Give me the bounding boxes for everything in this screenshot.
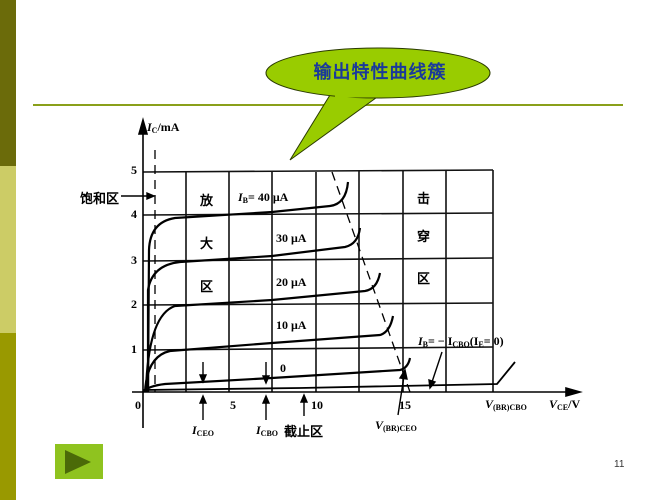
next-slide-button[interactable]: [55, 444, 103, 479]
ib-0-label: 0: [280, 361, 286, 375]
amplify-region-label-2: 大: [200, 237, 214, 252]
ib-10-label: 10 μA: [276, 318, 307, 332]
y-tick-4: 4: [131, 207, 137, 221]
chart-axes: [132, 117, 583, 428]
y-tick-2: 2: [131, 297, 137, 311]
x-tick-10: 10: [311, 398, 323, 412]
ib-curves: [142, 181, 516, 393]
ib-30-label: 30 μA: [276, 231, 307, 245]
curve-ib-0: [142, 357, 412, 393]
sidebar-band-top: [0, 0, 16, 166]
callout-bubble: [265, 47, 491, 161]
x-axis-label: VCE/V: [549, 397, 581, 412]
vbr-ceo-label: V(BR)CEO: [375, 418, 417, 433]
cutoff-region-label: 截止区: [284, 425, 324, 440]
page-number: 11: [614, 459, 625, 470]
x-tick-15: 15: [399, 398, 411, 412]
ib-neg-icbo-label: IB= − ICBO(IE= 0): [418, 334, 504, 349]
callout-title: 输出特性曲线簇: [313, 62, 447, 83]
breakdown-region-label-1: 击: [417, 192, 431, 207]
x-tick-0: 0: [135, 398, 141, 412]
curve-ib-10: [143, 315, 395, 393]
amplify-region-label-1: 放: [200, 194, 214, 209]
title-divider-right: [493, 104, 623, 106]
ib-20-label: 20 μA: [276, 275, 307, 289]
icbo-label: ICBO: [256, 423, 279, 438]
curve-ib-40: [146, 181, 350, 393]
y-tick-1: 1: [131, 342, 137, 356]
y-tick-5: 5: [131, 163, 137, 177]
iceo-label: ICEO: [192, 423, 215, 438]
amplify-region-label-3: 区: [200, 280, 214, 295]
play-icon: [65, 450, 91, 474]
breakdown-region-label-3: 区: [417, 272, 431, 287]
breakdown-boundary: [331, 171, 411, 393]
saturation-region-label: 饱和区: [80, 192, 120, 207]
sidebar-band-bottom: [0, 333, 16, 500]
curve-ib-30: [146, 227, 362, 392]
curve-ib-neg-icbo: [142, 361, 516, 391]
vbr-cbo-label: V(BR)CBO: [485, 397, 527, 412]
breakdown-region-label-2: 穿: [417, 230, 431, 245]
annotation-arrows: [121, 191, 443, 420]
x-tick-5: 5: [230, 398, 236, 412]
y-tick-3: 3: [131, 253, 137, 267]
y-axis-label: IC/mA: [147, 120, 180, 135]
ib-40-label: IB= 40 μA: [238, 190, 289, 205]
sidebar-band-middle: [0, 166, 16, 333]
curve-ib-20: [144, 272, 382, 393]
title-divider: [33, 104, 493, 106]
